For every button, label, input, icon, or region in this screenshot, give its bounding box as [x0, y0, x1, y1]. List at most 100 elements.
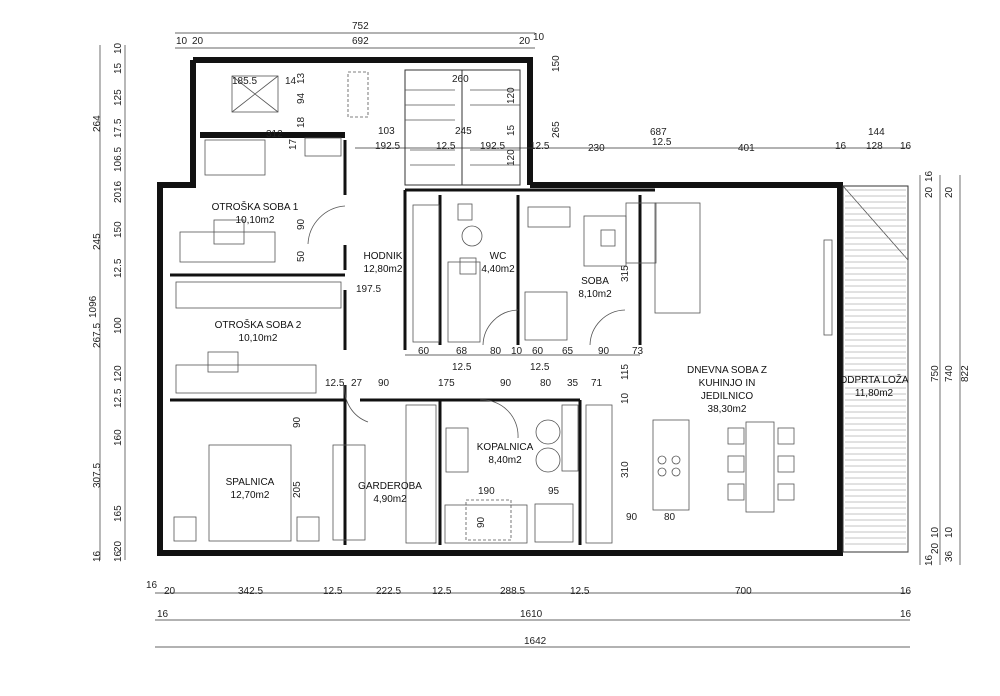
dim-right-5: 822 — [960, 365, 971, 382]
dim-inner-40: 315 — [620, 265, 631, 282]
dim-overall-top: 752 — [352, 21, 369, 32]
dim-inner-39: 12.5 — [530, 362, 550, 373]
dim-inner-13: 192.5 — [375, 141, 400, 152]
dim-left-11: 12.5 — [113, 388, 124, 408]
dim-left-1: 15 — [113, 62, 124, 74]
dim-left-0: 10 — [113, 42, 124, 54]
dim-left-5: 16 — [113, 180, 124, 192]
dim-bottom2-2: 16 — [900, 609, 912, 620]
room-dnevna-area: 38,30m2 — [708, 404, 747, 415]
room-dnevna-name2: KUHINJO IN — [699, 378, 756, 389]
dim-inner-46: 90 — [500, 378, 512, 389]
room-spalnica-area: 12,70m2 — [231, 490, 270, 501]
room-hodnik-name: HODNIK — [364, 251, 403, 262]
dim-inner-10: 245 — [455, 126, 472, 137]
dim-inner-33: 10 — [511, 346, 523, 357]
dim-inner-18: 12.5 — [530, 141, 550, 152]
room-loza-name: ODPRTA LOŽA — [839, 373, 908, 386]
room-garderoba-area: 4,90m2 — [373, 494, 407, 505]
dim-inner-11: 15 — [506, 124, 517, 136]
dim-left-14: 16 — [113, 550, 124, 562]
room-labels: OTROŠKA SOBA 1 10,10m2 OTROŠKA SOBA 2 10… — [212, 200, 909, 505]
dim-inner-58: 80 — [664, 512, 676, 523]
dim-inner-19: 230 — [588, 143, 605, 154]
dim-inner-28: 50 — [296, 250, 307, 262]
dim-bottom-4: 222.5 — [376, 586, 401, 597]
dim-right-1: 20 — [944, 186, 955, 198]
room-hodnik-area: 12,80m2 — [364, 264, 403, 275]
dim-left-3: 17.5 — [113, 118, 124, 138]
dim-bottom-0: 16 — [146, 580, 158, 591]
loggia-hatching — [842, 185, 909, 553]
dim-left-18: 245 — [92, 233, 103, 250]
dim-bottom-6: 288.5 — [500, 586, 525, 597]
dim-inner-3: 94 — [296, 92, 307, 104]
dim-left-20: 307.5 — [92, 463, 103, 488]
dim-top-c: 692 — [352, 36, 369, 47]
dim-inner-47: 80 — [540, 378, 552, 389]
dim-inner-45: 175 — [438, 378, 455, 389]
dim-inner-21: 12.5 — [652, 137, 672, 148]
dim-inner-30: 60 — [418, 346, 430, 357]
dim-left-7: 150 — [113, 221, 124, 238]
room-kopalnica-name: KOPALNICA — [477, 442, 534, 453]
dim-right-8: 20 — [930, 542, 941, 554]
room-otroska1-name: OTROŠKA SOBA 1 — [212, 200, 299, 213]
dim-top-e: 10 — [533, 32, 545, 43]
room-otroska2-area: 10,10m2 — [239, 333, 278, 344]
dim-left-17: 264 — [92, 115, 103, 132]
dim-inner-34: 60 — [532, 346, 544, 357]
dim-inner-22: 401 — [738, 143, 755, 154]
dim-inner-27: 90 — [296, 218, 307, 230]
dim-inner-24: 16 — [835, 141, 847, 152]
room-garderoba-name: GARDEROBA — [358, 481, 422, 492]
dim-left-19: 267.5 — [92, 323, 103, 348]
room-wc-name: WC — [490, 251, 507, 262]
dim-bottom-1: 20 — [164, 586, 176, 597]
dim-inner-41: 115 — [620, 364, 631, 380]
dim-inner-51: 90 — [292, 416, 303, 428]
dim-inner-6: 17 — [288, 138, 299, 150]
dim-bottom-5: 12.5 — [432, 586, 452, 597]
dim-inner-9: 120 — [506, 87, 517, 104]
bottom-dimensions: 16 20 342.5 12.5 222.5 12.5 288.5 12.5 7… — [146, 580, 912, 647]
room-loza-area: 11,80m2 — [855, 388, 894, 399]
dim-top-b: 20 — [192, 36, 204, 47]
room-dnevna-name1: DNEVNA SOBA Z — [687, 365, 767, 376]
dim-left-16: 20 — [113, 540, 124, 552]
loggia-hatch-lines — [845, 189, 906, 545]
room-soba-area: 8,10m2 — [578, 289, 612, 300]
dim-right-10: 10 — [930, 526, 941, 538]
dim-inner-25: 128 — [866, 141, 883, 152]
exterior-walls — [157, 57, 843, 556]
dim-bottom3: 1642 — [524, 636, 547, 647]
dim-left-2: 125 — [113, 89, 124, 106]
dim-bottom-9: 16 — [900, 586, 912, 597]
dim-inner-55: 90 — [476, 516, 487, 528]
dim-inner-57: 90 — [626, 512, 638, 523]
dim-inner-7: 260 — [452, 74, 469, 85]
dim-inner-49: 71 — [591, 378, 603, 389]
dim-top-a: 10 — [176, 36, 188, 47]
dim-left-4: 106.5 — [113, 147, 124, 172]
dim-inner-4: 18 — [296, 116, 307, 128]
dim-right-3: 750 — [930, 365, 941, 382]
dim-inner-14: 12.5 — [436, 141, 456, 152]
room-otroska1-area: 10,10m2 — [236, 215, 275, 226]
dim-bottom-3: 12.5 — [323, 586, 343, 597]
dim-inner-12: 103 — [378, 126, 395, 137]
room-dnevna-name3: JEDILNICO — [701, 391, 753, 402]
dim-bottom2-0: 16 — [157, 609, 169, 620]
dim-inner-16: 120 — [506, 149, 517, 166]
furniture — [173, 139, 833, 544]
dim-top-d: 20 — [519, 36, 531, 47]
dim-right-9: 36 — [944, 550, 955, 562]
dim-inner-50: 10 — [620, 392, 631, 404]
dim-left-6: 20 — [113, 191, 124, 203]
dim-inner-44: 90 — [378, 378, 390, 389]
dim-right-6: 10 — [944, 526, 955, 538]
dim-inner-43: 27 — [351, 378, 363, 389]
room-soba-name: SOBA — [581, 276, 609, 287]
dim-inner-29: 197.5 — [356, 284, 381, 295]
